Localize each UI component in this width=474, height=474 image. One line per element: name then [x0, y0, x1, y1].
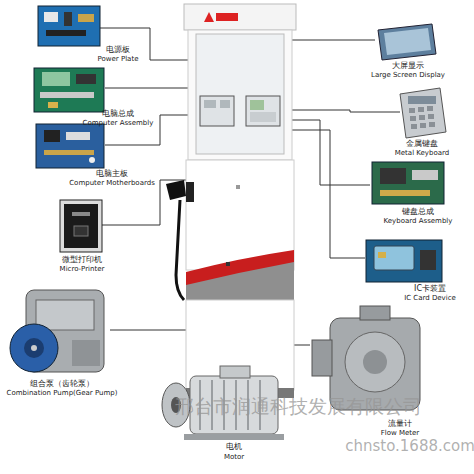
part-name-en: Computer Assembly	[83, 120, 154, 128]
part-name-en: Micro-Printer	[60, 266, 105, 274]
part-name: 大屏显示	[392, 62, 424, 71]
part-name-en: IC Card Device	[404, 295, 456, 303]
fuel-dispenser	[166, 4, 296, 398]
part-name: 流量计	[388, 420, 412, 429]
part-name-en: Keyboard Assembly	[384, 218, 453, 226]
part-name: 电源板	[106, 46, 130, 55]
part-name-en: Flow Meter	[381, 430, 419, 438]
part-name: 微型打印机	[62, 256, 102, 265]
micro-printer	[60, 200, 102, 252]
watermark: chnsto.1688.com	[345, 438, 474, 455]
ic-card-device	[366, 240, 442, 282]
keyboard-assembly	[372, 162, 444, 204]
part-name-en: Metal Keyboard	[395, 150, 449, 158]
computer-motherboard	[36, 124, 104, 168]
part-name-en: Combination Pump(Gear Pump)	[7, 390, 118, 398]
part-name: 金属键盘	[406, 140, 438, 149]
part-name: IC卡装置	[414, 285, 446, 294]
part-name-en: Motor	[224, 454, 244, 462]
part-name: 键盘总成	[402, 208, 434, 217]
watermark: 邢台市润通科技发展有限公司	[175, 396, 422, 417]
power-plate	[38, 6, 100, 46]
part-name-en: Computer Motherboards	[69, 180, 155, 188]
part-name: 电脑总成	[102, 110, 134, 119]
metal-keyboard	[400, 88, 446, 138]
part-name-en: Large Screen Display	[371, 72, 445, 80]
large-screen-display	[378, 24, 436, 60]
part-name: 电机	[226, 443, 242, 452]
part-name: 电脑主板	[96, 170, 128, 179]
part-name-en: Power Plate	[98, 56, 139, 64]
flow-meter	[312, 306, 420, 410]
combination-pump	[10, 290, 104, 372]
computer-assembly	[34, 68, 104, 112]
part-name: 组合泵（齿轮泵）	[30, 380, 94, 389]
